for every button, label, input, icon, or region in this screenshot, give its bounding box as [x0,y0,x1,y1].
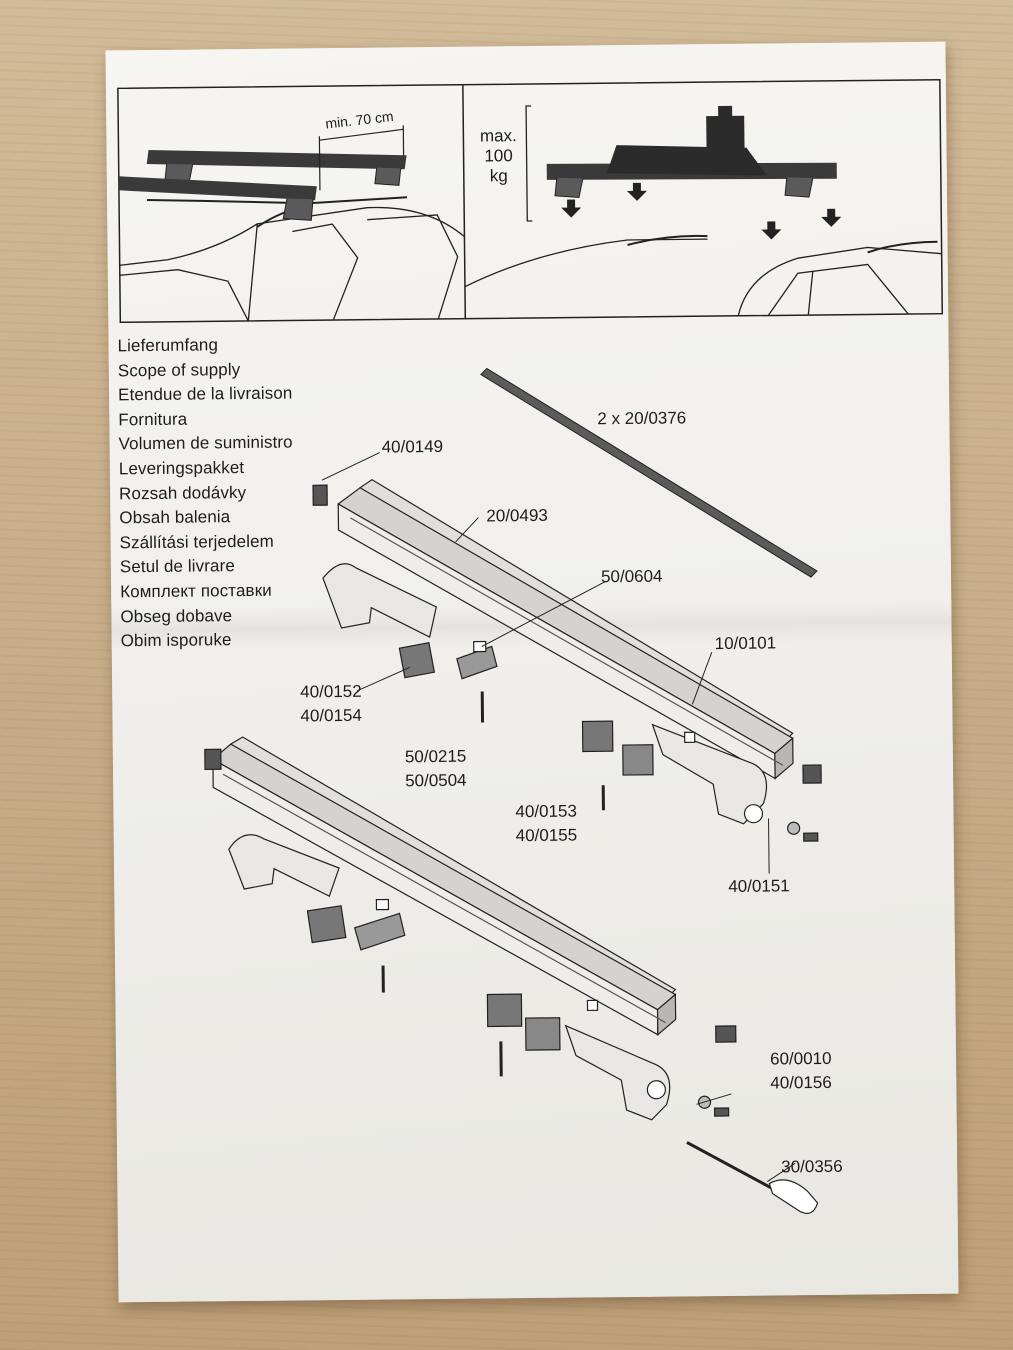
panel-divider [462,84,467,319]
scope-of-supply-list: Lieferumfang Scope of supply Etendue de … [117,332,295,654]
supply-heading-hu: Szállítási terjedelem [119,531,274,553]
max-load-line-3: kg [489,166,508,186]
supply-heading-sl: Obseg dobave [120,605,233,626]
supply-heading-it: Fornitura [118,409,188,430]
leader-lines [321,452,796,1182]
instruction-sheet: min. 70 cm max. 100 kg Lieferumfang Scop… [105,41,959,1303]
max-load-label: max. 100 kg [478,126,519,186]
supply-heading-de: Lieferumfang [117,335,219,356]
max-load-line-1: max. [479,126,517,146]
upper-bar-assembly [312,478,822,842]
roof-bar-front [118,176,317,221]
supply-heading-nl: Leveringspakket [118,457,245,479]
part-30-0356: 30/0356 [781,1156,843,1177]
part-40-0156: 40/0156 [770,1072,832,1093]
part-60-0010: 60/0010 [769,1048,832,1069]
part-40-0149: 40/0149 [381,436,444,457]
load-plate-and-weight [546,105,837,199]
car-with-load-drawing [464,105,942,316]
part-50-0604: 50/0604 [600,566,663,587]
supply-heading-cs: Rozsah dodávky [119,482,247,503]
part-40-0153: 40/0153 [515,801,578,822]
part-40-0154: 40/0154 [300,705,362,726]
assembly-illustration [117,78,944,1214]
supply-heading-ro: Setul de livrare [119,556,235,577]
supply-heading-en: Scope of supply [117,359,241,380]
max-load-line-2: 100 [484,146,513,166]
supply-heading-es: Volumen de suministro [118,432,293,454]
part-50-0215: 50/0215 [404,746,467,767]
supply-heading-fr: Etendue de la livraison [117,383,293,405]
rail-strip [480,367,818,578]
supply-heading-ru: Комплект поставки [120,580,272,602]
lower-bar-assembly [204,736,819,1214]
part-10-0101: 10/0101 [714,633,777,654]
part-20-0493: 20/0493 [486,505,548,526]
part-40-0155: 40/0155 [515,825,578,846]
roof-bar-rear [146,149,407,186]
part-2x-20-0376: 2 x 20/0376 [597,408,687,429]
part-40-0151: 40/0151 [728,876,790,896]
top-frame [117,78,944,324]
distance-marker [318,125,405,191]
supply-heading-sk: Obsah balenia [119,507,231,528]
supply-heading-hr: Obim isporuke [120,630,232,651]
part-40-0152: 40/0152 [300,681,362,702]
downward-arrows [561,182,842,240]
part-50-0504: 50/0504 [405,770,467,791]
